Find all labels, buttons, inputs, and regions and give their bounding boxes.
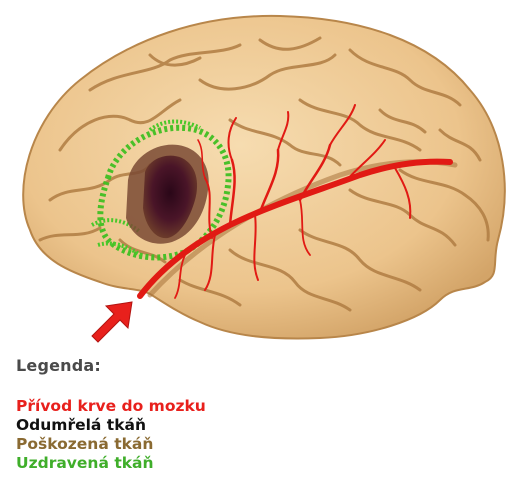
legend: Legenda: Přívod krve do mozku Odumřelá t… xyxy=(16,356,206,473)
cerebrum-outline xyxy=(23,16,505,339)
pointer-arrow-icon xyxy=(92,302,132,342)
legend-item-damaged-tissue: Poškozená tkáň xyxy=(16,435,206,454)
legend-item-dead-tissue: Odumřelá tkáň xyxy=(16,416,206,435)
legend-item-healed-tissue: Uzdravená tkáň xyxy=(16,454,206,473)
legend-item-blood-supply: Přívod krve do mozku xyxy=(16,397,206,416)
legend-title: Legenda: xyxy=(16,356,206,375)
